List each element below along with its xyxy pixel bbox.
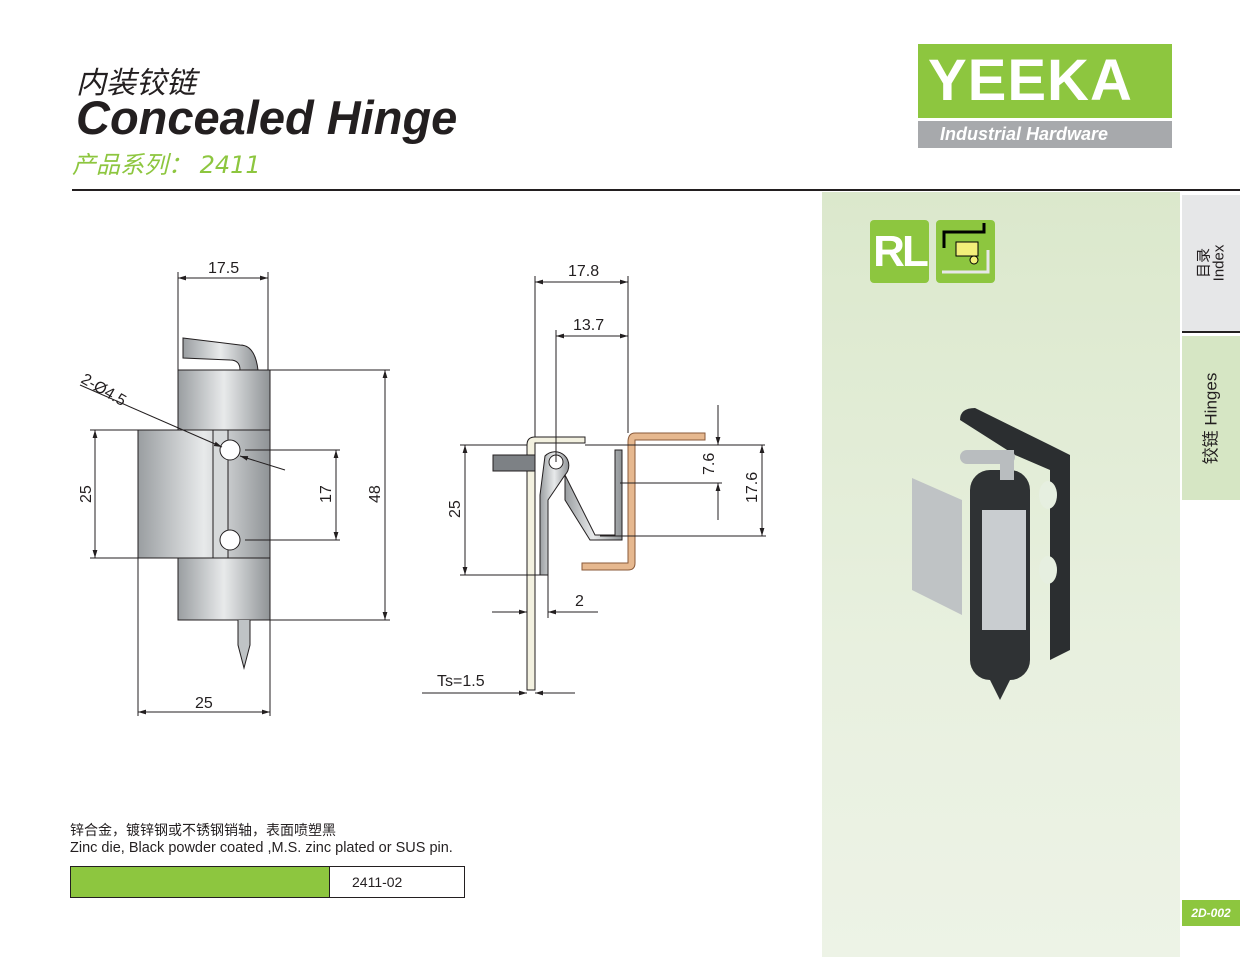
dim-left-height: 25	[78, 485, 95, 503]
dim-gap: 2	[575, 593, 584, 610]
tab-hinges[interactable]: 铰链 Hinges	[1182, 336, 1240, 500]
dim-height-b: 17.6	[744, 472, 761, 503]
tab-index-en: Index	[1209, 244, 1227, 282]
tab-hinges-en: Hinges	[1201, 372, 1221, 426]
rl-badge: RL	[870, 220, 929, 283]
dim-total-height: 48	[367, 485, 384, 503]
dim-holes: 2-Ø4.5	[78, 371, 129, 410]
dim-width-b: 13.7	[573, 317, 604, 334]
dim-bottom-width: 25	[195, 695, 213, 712]
page-title: Concealed Hinge	[76, 91, 458, 144]
technical-drawing: 17.5 2-Ø4.5 25 17 48 25 17.8 13.7 25 7.6…	[78, 260, 766, 716]
material-en: Zinc die, Black powder coated ,M.S. zinc…	[70, 840, 453, 856]
header-divider	[72, 189, 1240, 191]
part-number-table: 2411-02	[70, 866, 465, 898]
hinge-product-render	[912, 408, 1070, 700]
brand-logo: YEEKA	[918, 44, 1172, 118]
dim-hole-spacing: 17	[318, 485, 335, 503]
dim-offset: 7.6	[701, 453, 718, 475]
part-number: 2411-02	[352, 874, 403, 890]
dim-height-a: 25	[447, 500, 464, 518]
tab-hinges-cn: 铰链	[1201, 429, 1221, 464]
material-cn: 锌合金，镀锌钢或不锈钢销轴，表面喷塑黑	[70, 823, 336, 839]
dim-width-a: 17.8	[568, 263, 599, 280]
dim-thickness: Ts=1.5	[437, 673, 485, 690]
dim-top-width: 17.5	[208, 260, 239, 277]
part-color-cell	[71, 867, 330, 897]
page-number: 2D-002	[1182, 900, 1240, 926]
brand-tagline: Industrial Hardware	[918, 121, 1172, 148]
product-series: 产品系列： 2411	[72, 151, 261, 179]
title-chinese: 内装铰链	[76, 66, 196, 101]
mounting-type-icon	[936, 220, 995, 283]
